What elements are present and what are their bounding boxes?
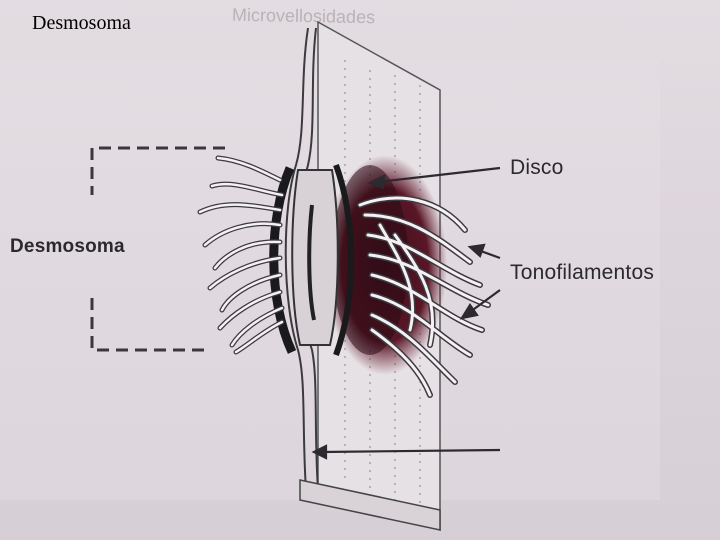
disc-label: Disco (510, 156, 564, 180)
tonofilaments-label: Tonofilamentos (510, 261, 654, 285)
slide-title: Desmosoma (32, 12, 131, 35)
desmosome-label: Desmosoma (10, 236, 125, 258)
